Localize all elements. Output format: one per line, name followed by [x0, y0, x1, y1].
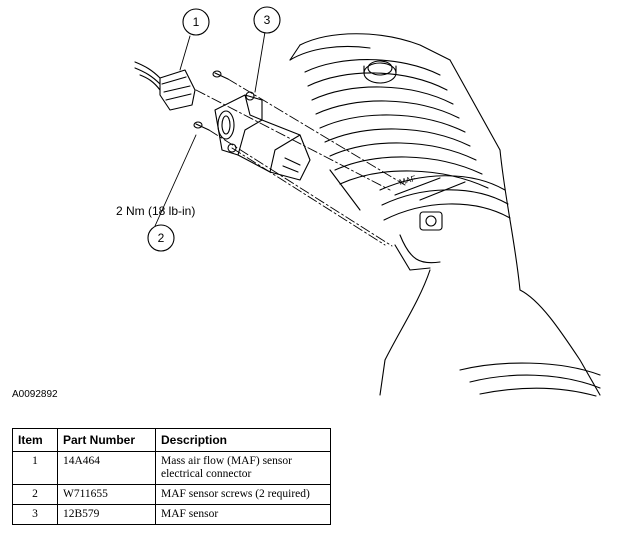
- duct-port: [363, 60, 397, 84]
- callout-label-1: 1: [193, 15, 200, 29]
- table-row: 2 W711655 MAF sensor screws (2 required): [12, 484, 331, 505]
- cell-part-number: 12B579: [57, 504, 156, 525]
- bellows-corrugations: [304, 59, 489, 189]
- parts-table: Item Part Number Description 1 14A464 Ma…: [12, 428, 331, 525]
- housing-marking: MAF: [398, 174, 417, 187]
- cell-description: Mass air flow (MAF) sensor electrical co…: [155, 451, 331, 485]
- cell-part-number: W711655: [57, 484, 156, 505]
- figure-id: A0092892: [12, 389, 58, 400]
- screw: [212, 70, 229, 80]
- clamp-band: [379, 175, 511, 271]
- cell-item: 1: [12, 451, 58, 485]
- leader-lines: [154, 31, 266, 227]
- cell-item: 2: [12, 484, 58, 505]
- callout-circle-1: [182, 8, 210, 36]
- electrical-connector: [134, 61, 196, 111]
- callout-circle-2: [147, 224, 175, 252]
- torque-spec: 2 Nm (18 lb-in): [116, 204, 196, 218]
- header-item: Item: [12, 428, 58, 452]
- header-part-number: Part Number: [57, 428, 156, 452]
- callout-label-3: 3: [264, 13, 271, 27]
- screw: [193, 121, 210, 131]
- callout-label-2: 2: [158, 231, 165, 245]
- table-header-row: Item Part Number Description: [12, 428, 331, 452]
- maf-sensor-body: [214, 91, 311, 181]
- air-intake-duct: [289, 33, 601, 397]
- maf-sensor-illustration: 1 3 2 MAF: [134, 6, 601, 397]
- cell-part-number: 14A464: [57, 451, 156, 485]
- cell-description: MAF sensor: [155, 504, 331, 525]
- cell-item: 3: [12, 504, 58, 525]
- header-description: Description: [155, 428, 331, 452]
- table-row: 1 14A464 Mass air flow (MAF) sensor elec…: [12, 451, 331, 485]
- table-row: 3 12B579 MAF sensor: [12, 504, 331, 525]
- alignment-lines: [195, 78, 406, 247]
- cell-description: MAF sensor screws (2 required): [155, 484, 331, 505]
- callout-circle-3: [253, 6, 281, 34]
